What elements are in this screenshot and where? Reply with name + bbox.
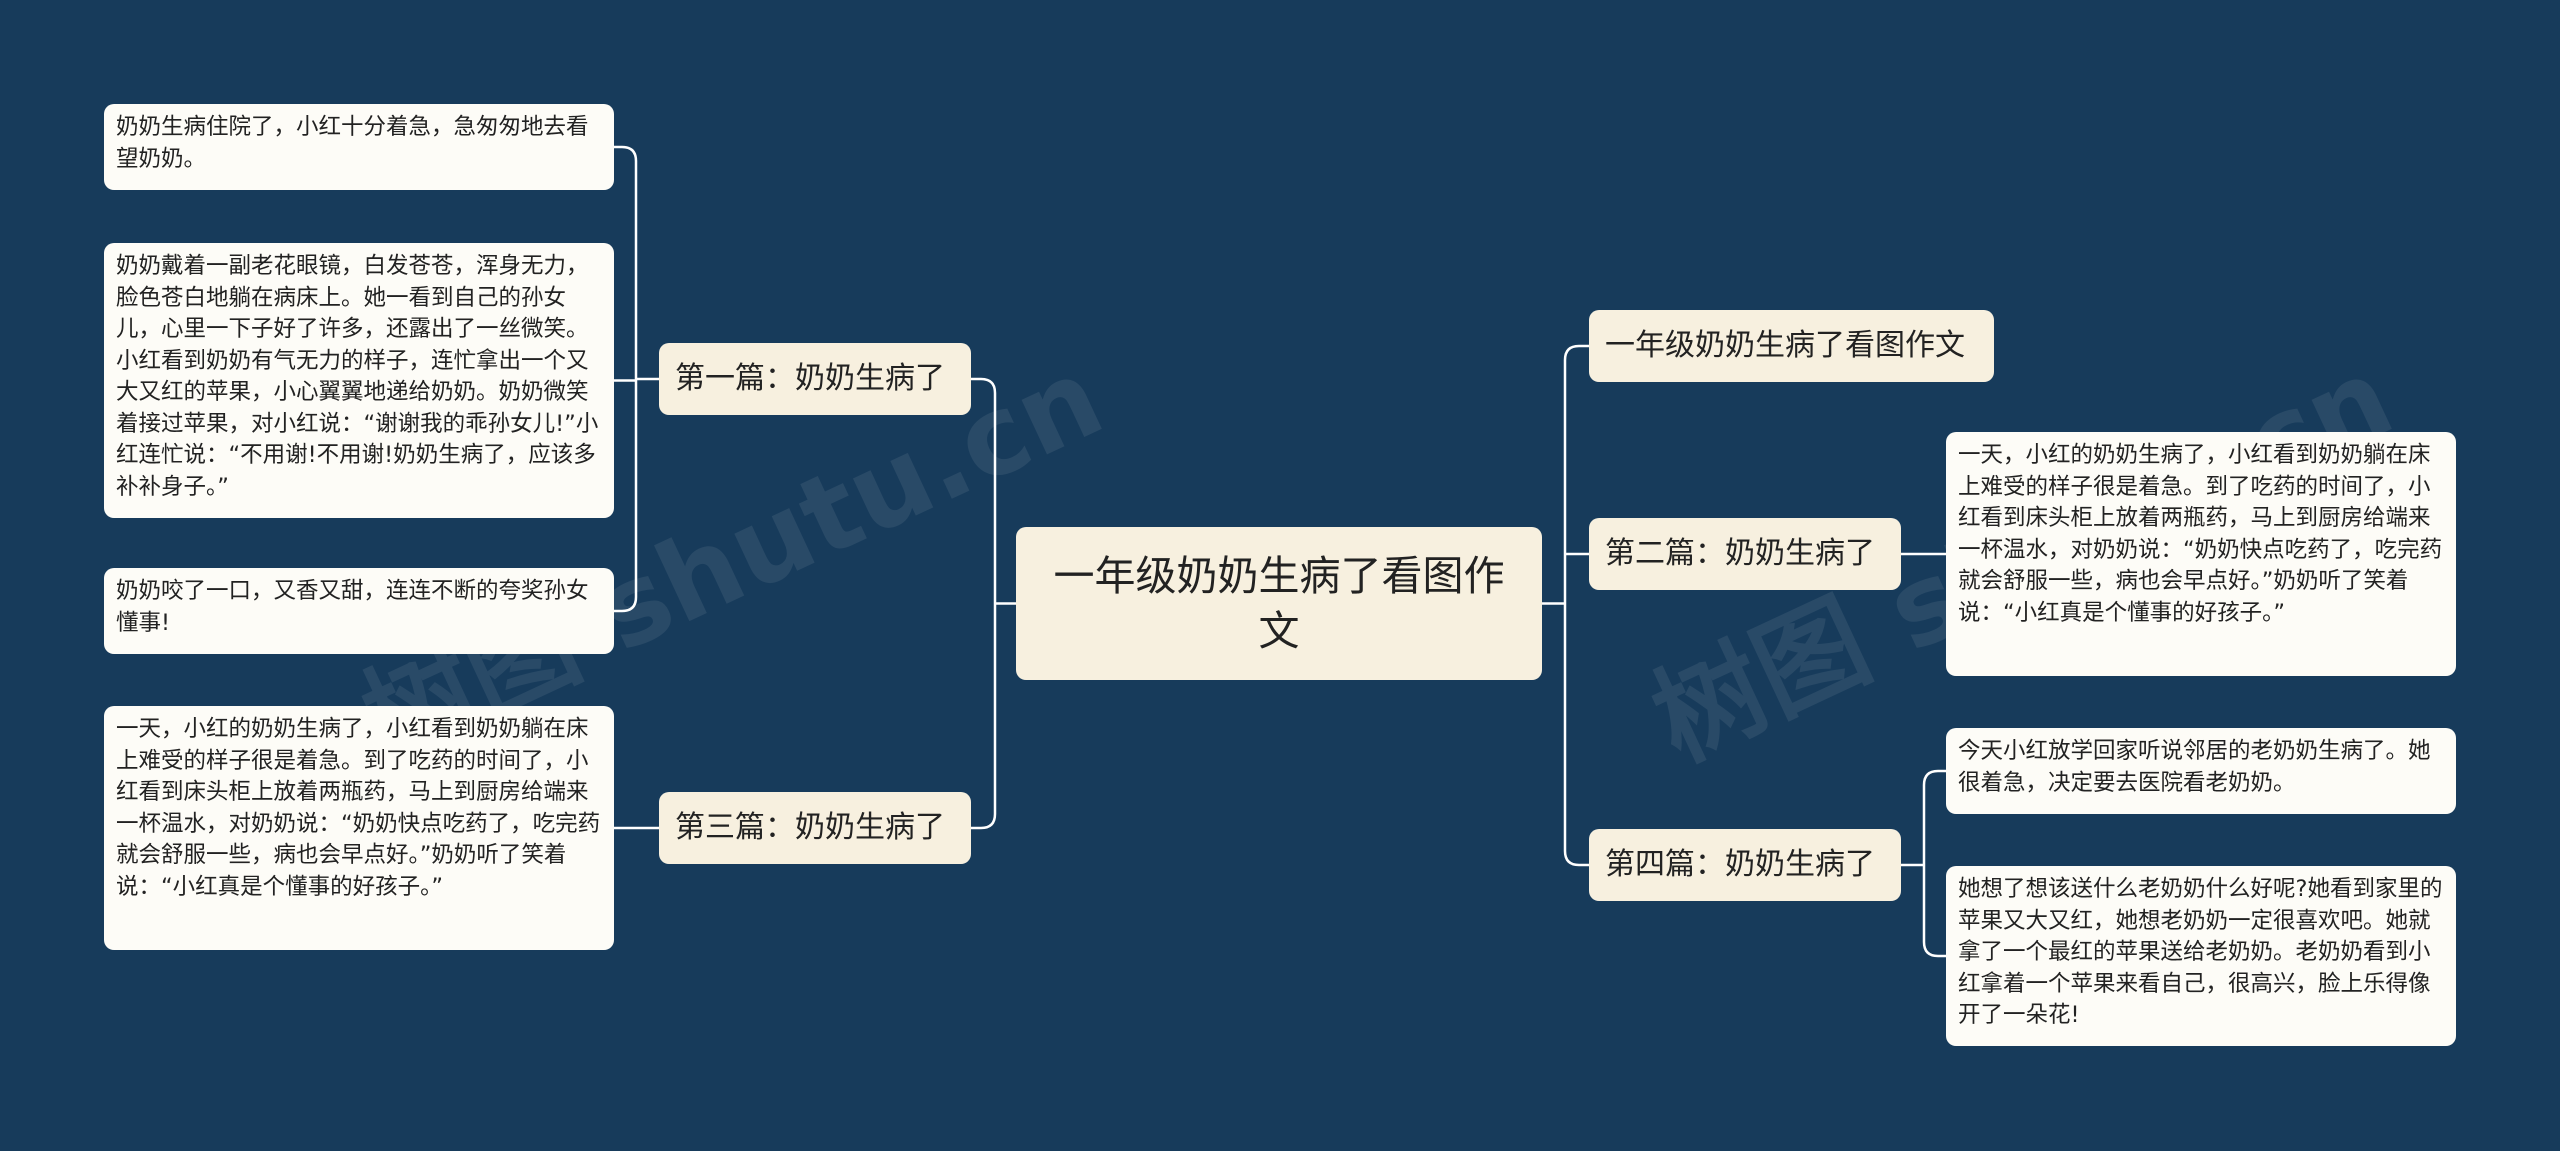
branch-part-1[interactable]: 第一篇：奶奶生病了 xyxy=(659,343,971,415)
leaf-part-2-text-1[interactable]: 一天，小红的奶奶生病了，小红看到奶奶躺在床上难受的样子很是着急。到了吃药的时间了… xyxy=(1946,432,2456,676)
leaf-part-3-text-1[interactable]: 一天，小红的奶奶生病了，小红看到奶奶躺在床上难受的样子很是着急。到了吃药的时间了… xyxy=(104,706,614,950)
branch-part-4[interactable]: 第四篇：奶奶生病了 xyxy=(1589,829,1901,901)
leaf-part-1-text-2[interactable]: 奶奶戴着一副老花眼镜，白发苍苍，浑身无力，脸色苍白地躺在病床上。她一看到自己的孙… xyxy=(104,243,614,518)
connector-line-8 xyxy=(1563,850,1589,867)
connector-line-3 xyxy=(971,813,997,830)
connector-line-6 xyxy=(1563,344,1589,361)
root-topic[interactable]: 一年级奶奶生病了看图作文 xyxy=(1016,527,1542,680)
leaf-part-1-text-1[interactable]: 奶奶生病住院了，小红十分着急，急匆匆地去看望奶奶。 xyxy=(104,104,614,190)
leaf-part-4-text-2[interactable]: 她想了想该送什么老奶奶什么好呢?她看到家里的苹果又大又红，她想老奶奶一定很喜欢吧… xyxy=(1946,866,2456,1046)
connector-line-13 xyxy=(614,596,638,613)
leaf-part-1-text-3[interactable]: 奶奶咬了一口，又香又甜，连连不断的夸奖孙女懂事! xyxy=(104,568,614,654)
connector-line-11 xyxy=(614,145,638,162)
connector-line-19 xyxy=(1922,941,1946,958)
connector-line-2 xyxy=(971,377,997,394)
branch-title-repeat[interactable]: 一年级奶奶生病了看图作文 xyxy=(1589,310,1994,382)
connector-line-18 xyxy=(1922,769,1946,786)
branch-part-2[interactable]: 第二篇：奶奶生病了 xyxy=(1589,518,1901,590)
leaf-part-4-text-1[interactable]: 今天小红放学回家听说邻居的老奶奶生病了。她很着急，决定要去医院看老奶奶。 xyxy=(1946,728,2456,814)
branch-part-3[interactable]: 第三篇：奶奶生病了 xyxy=(659,792,971,864)
